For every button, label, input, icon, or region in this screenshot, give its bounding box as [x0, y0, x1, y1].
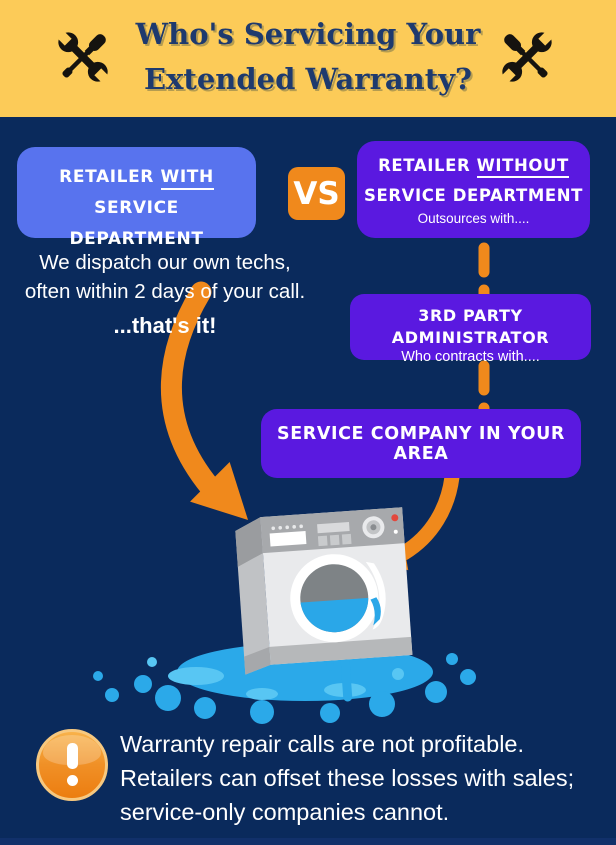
footer-line3: service-only companies cannot.: [120, 799, 450, 825]
admin-box-subtext: Who contracts with....: [401, 349, 540, 365]
bottom-accent-strip: [0, 838, 616, 845]
service-company-box: SERVICE COMPANY IN YOUR AREA: [261, 409, 581, 478]
outsources-subtext: Outsources with....: [417, 211, 530, 226]
retailer-with-box: RETAILER WITH SERVICE DEPARTMENT: [17, 147, 256, 249]
footer-note: Warranty repair calls are not profitable…: [120, 727, 602, 829]
footer-line1: Warranty repair calls are not profitable…: [120, 731, 525, 757]
warning-icon: [36, 729, 108, 801]
footer-line2: Retailers can offset these losses with s…: [120, 765, 575, 791]
retailer-with-line2: DEPARTMENT: [69, 229, 204, 249]
header-band: Who's Servicing Your Extended Warranty?: [0, 0, 616, 117]
retailer-with-line1: RETAILER WITH SERVICE: [59, 167, 221, 218]
screwdriver-icon: [62, 34, 106, 78]
dispatch-note: We dispatch our own techs, often within …: [6, 248, 324, 340]
left-arrow-icon: [160, 281, 249, 521]
retailer-without-line1: RETAILER WITHOUT: [357, 151, 590, 181]
crossed-tools-icon: [50, 24, 116, 90]
exclamation-bar: [67, 743, 78, 769]
poster-title: Who's Servicing Your Extended Warranty?: [118, 12, 498, 102]
crossed-tools-icon: [494, 24, 560, 90]
poster-title-line2: Extended Warranty?: [144, 62, 472, 96]
underlined-with: WITH: [160, 167, 214, 190]
retailer-without-line2: SERVICE DEPARTMENT: [364, 186, 583, 205]
wrench-icon: [56, 30, 110, 84]
admin-box-title: 3RD PARTY ADMINISTRATOR: [391, 306, 550, 347]
service-box-title: SERVICE COMPANY IN YOUR AREA: [277, 423, 572, 464]
washing-machine-illustration: [235, 507, 413, 702]
exclamation-dot: [67, 775, 78, 786]
dispatch-line1: We dispatch our own techs,: [39, 251, 291, 274]
dispatch-line2: often within 2 days of your call.: [24, 280, 306, 303]
retailer-without-box: RETAILER WITHOUT SERVICE DEPARTMENT Outs…: [357, 141, 590, 238]
poster-title-line1: Who's Servicing Your: [135, 17, 481, 51]
third-party-admin-box: 3RD PARTY ADMINISTRATOR Who contracts wi…: [350, 294, 591, 365]
vs-badge: VS: [288, 167, 345, 220]
dispatch-line3: ...that's it!: [113, 313, 217, 338]
underlined-without: WITHOUT: [476, 156, 569, 178]
